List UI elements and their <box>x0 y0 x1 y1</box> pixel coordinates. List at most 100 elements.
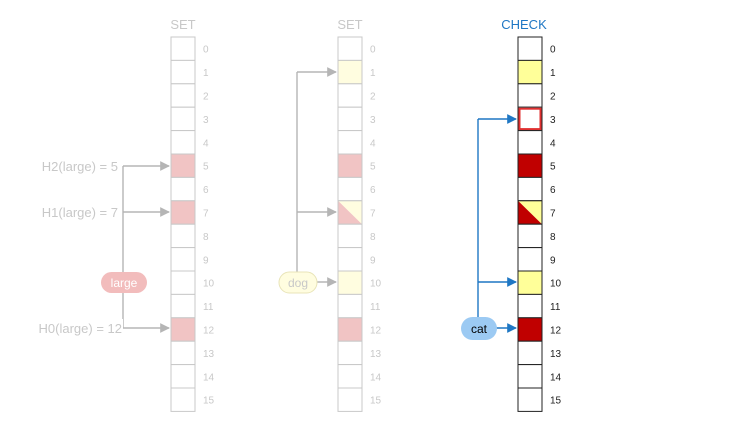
hash-connectors <box>296 67 337 287</box>
index-label: 9 <box>370 255 376 266</box>
index-label: 2 <box>550 92 556 103</box>
index-label: 5 <box>203 162 209 173</box>
index-label: 12 <box>203 326 215 337</box>
item-label: large <box>111 276 138 290</box>
bit-cell-2 <box>517 83 543 108</box>
index-label: 6 <box>370 185 376 196</box>
index-label: 8 <box>370 232 376 243</box>
bit-cell-8 <box>337 223 363 249</box>
index-label: 14 <box>203 372 215 383</box>
bit-cell-2 <box>170 83 196 108</box>
index-label: 3 <box>370 115 376 126</box>
label-bg <box>25 319 123 337</box>
label-bg <box>25 157 121 175</box>
index-label: 2 <box>370 92 376 103</box>
bit-cell-14 <box>337 364 363 389</box>
index-label: 13 <box>370 349 382 360</box>
hash-connectors <box>122 161 170 333</box>
bit-cell-5 <box>170 153 196 178</box>
index-label: 1 <box>550 68 556 79</box>
index-label: 3 <box>203 115 209 126</box>
index-label: 6 <box>203 185 209 196</box>
panel-title: CHECK <box>501 17 547 32</box>
index-label: 5 <box>550 162 556 173</box>
bit-cell-5 <box>337 153 363 178</box>
index-label: 12 <box>550 326 562 337</box>
bit-cell-6 <box>517 176 543 202</box>
hash-label-h2: H2(large) = 5 <box>42 159 118 174</box>
bit-array <box>517 36 543 412</box>
bit-cell-10 <box>517 270 543 295</box>
bit-cell-0 <box>517 36 543 61</box>
index-label: 0 <box>370 45 376 56</box>
miss-cell-highlight <box>518 107 542 131</box>
index-label: 11 <box>550 302 561 313</box>
index-label: 13 <box>203 349 215 360</box>
bit-cell-9 <box>337 247 363 272</box>
index-label: 12 <box>370 326 382 337</box>
index-label: 6 <box>550 185 556 196</box>
bit-cell-15 <box>517 387 543 412</box>
bit-cell-8 <box>170 223 196 249</box>
bit-cell-15 <box>170 387 196 412</box>
split-red-part <box>518 200 542 225</box>
index-label: 7 <box>550 209 556 220</box>
bit-cell-10 <box>337 270 363 295</box>
index-label: 10 <box>203 279 215 290</box>
item-label: dog <box>288 276 308 290</box>
item-label: cat <box>471 322 488 336</box>
bit-cell-9 <box>170 247 196 272</box>
bit-cell-3 <box>337 106 363 132</box>
index-label: 11 <box>370 302 381 313</box>
item-pill-large: large <box>101 272 147 293</box>
bit-cell-9 <box>517 247 543 272</box>
bit-cell-12 <box>337 317 363 342</box>
label-bg <box>25 203 121 221</box>
bit-cell-11 <box>170 293 196 319</box>
index-label: 5 <box>370 162 376 173</box>
bit-cell-8 <box>517 223 543 249</box>
bit-cell-14 <box>517 364 543 389</box>
bit-cell-15 <box>337 387 363 412</box>
index-label: 3 <box>550 115 556 126</box>
index-label: 10 <box>370 279 382 290</box>
bit-cell-11 <box>517 293 543 319</box>
bit-array <box>337 36 363 412</box>
index-label: 0 <box>203 45 209 56</box>
bit-cell-5 <box>517 153 543 178</box>
hash-label-h0: H0(large) = 12 <box>39 321 122 336</box>
bit-cell-2 <box>337 83 363 108</box>
index-label: 10 <box>550 279 562 290</box>
bit-cell-10 <box>170 270 196 295</box>
panel-title: SET <box>170 17 195 32</box>
bit-cell-13 <box>337 340 363 366</box>
index-label: 4 <box>203 138 209 149</box>
index-label: 15 <box>550 396 562 407</box>
bit-cell-13 <box>517 340 543 366</box>
index-label: 8 <box>203 232 209 243</box>
index-label: 9 <box>203 255 209 266</box>
index-label: 4 <box>550 138 556 149</box>
bit-cell-3 <box>170 106 196 132</box>
bit-cell-6 <box>337 176 363 202</box>
index-label: 14 <box>370 372 382 383</box>
hash-label-h1: H1(large) = 7 <box>42 205 118 220</box>
bit-cell-13 <box>170 340 196 366</box>
bit-cell-4 <box>337 130 363 155</box>
bit-cell-1 <box>517 59 543 85</box>
bit-cell-4 <box>170 130 196 155</box>
item-pill-cat: cat <box>461 317 497 340</box>
index-label: 7 <box>370 209 376 220</box>
index-label: 14 <box>550 372 562 383</box>
bit-cell-0 <box>337 36 363 61</box>
bit-cell-6 <box>170 176 196 202</box>
split-red-part <box>338 200 362 225</box>
index-label: 15 <box>370 396 382 407</box>
bit-cell-1 <box>170 59 196 85</box>
